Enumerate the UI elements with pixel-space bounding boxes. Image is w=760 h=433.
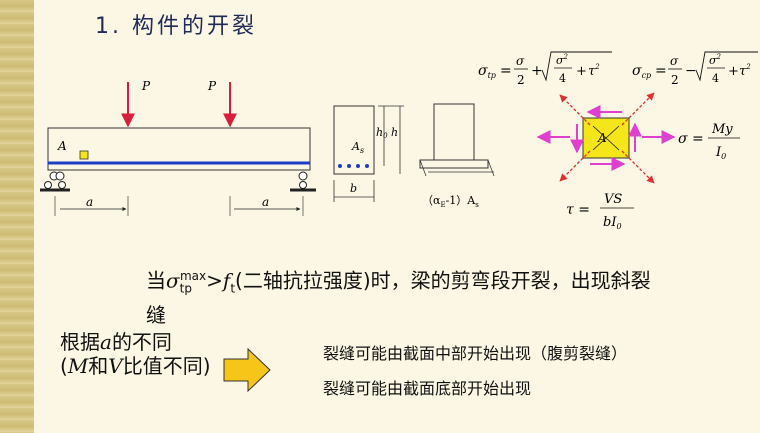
decorative-sidebar: [0, 0, 34, 433]
support-right: [290, 171, 316, 192]
svg-text:+: +: [531, 63, 543, 79]
svg-text:4: 4: [712, 72, 719, 85]
svg-text:bI0: bI0: [603, 215, 622, 231]
section-heading: 1. 构件的开裂: [95, 14, 257, 39]
dim-a1-label: a: [86, 195, 93, 209]
outcome-web-shear: 裂缝可能由截面中部开始出现（腹剪裂缝）: [323, 344, 628, 363]
svg-text:4: 4: [559, 72, 566, 85]
element-a-label: A: [597, 131, 607, 145]
load-label-2: P: [207, 79, 217, 93]
svg-text:−: −: [685, 63, 697, 79]
svg-text:σ =: σ =: [678, 131, 704, 147]
svg-text:σcp: σcp: [632, 63, 651, 80]
formula-tau: τ = VS bI0: [566, 192, 634, 231]
diagram: A P P a: [40, 51, 758, 231]
cracking-condition: 当σtpmax>ft(二轴抗拉强度)时，梁的剪弯段开裂，出现斜裂缝: [146, 268, 651, 327]
svg-text:My: My: [711, 122, 733, 137]
svg-text:VS: VS: [604, 192, 622, 207]
beam-elevation: A P P a: [40, 79, 316, 216]
point-a-marker: [79, 150, 89, 160]
svg-text:σ2: σ2: [709, 53, 722, 67]
svg-text:I0: I0: [715, 145, 726, 161]
section-as-label: As: [351, 140, 364, 155]
svg-text:τ =: τ =: [566, 202, 590, 218]
svg-text:τ2: τ2: [588, 63, 600, 79]
cross-section: As h0 h b: [333, 105, 404, 202]
svg-text:+: +: [576, 64, 587, 79]
svg-text:+: +: [728, 64, 739, 79]
point-a-label: A: [57, 139, 67, 153]
transformed-section: （αE-1）As: [419, 103, 495, 209]
svg-text:2: 2: [517, 73, 525, 87]
support-left: [40, 171, 70, 192]
formula-sigma-cp: σcp = σ 2 − σ2 4 + τ2: [632, 51, 758, 87]
formula-sigma: σ = My I0: [678, 122, 740, 161]
ratio-note: 根据a的不同 (M和V比值不同): [60, 330, 211, 378]
svg-text:σtp: σtp: [478, 63, 496, 80]
svg-text:2: 2: [671, 73, 679, 87]
formula-sigma-tp: σtp = σ 2 + σ2 4 + τ2: [478, 51, 612, 87]
dim-a2-label: a: [262, 195, 269, 209]
svg-text:σ: σ: [516, 54, 525, 68]
svg-text:σ2: σ2: [556, 53, 569, 67]
svg-text:=: =: [500, 63, 512, 79]
svg-text:τ2: τ2: [739, 63, 751, 79]
block-arrow: [223, 347, 271, 393]
section-h0-label: h0: [376, 126, 388, 140]
svg-text:σ: σ: [670, 54, 679, 68]
stress-element: A: [536, 92, 676, 184]
section-h-label: h: [391, 126, 398, 139]
load-label-1: P: [141, 79, 151, 93]
svg-text:=: =: [655, 63, 667, 79]
outcome-flexure-shear: 裂缝可能由截面底部开始出现: [323, 379, 532, 398]
transformed-label: （αE-1）As: [422, 194, 479, 209]
section-b-label: b: [350, 182, 357, 195]
